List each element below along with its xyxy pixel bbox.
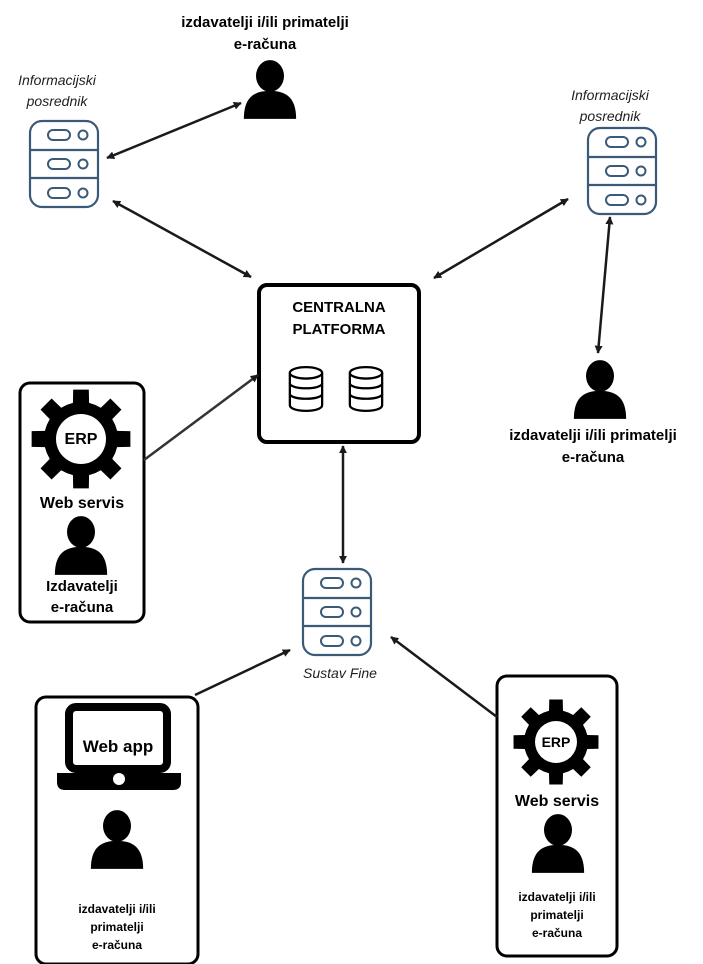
user-icon xyxy=(573,360,627,419)
arrow-webapp-fina xyxy=(194,648,291,697)
laptop-icon xyxy=(57,703,181,790)
server-icon xyxy=(586,126,658,216)
webapp-screen-label: Web app xyxy=(82,737,154,756)
erp-right-user-label: izdavatelji i/ili primatelji e-računa xyxy=(499,888,615,942)
info-left-line1: Informacijski xyxy=(18,72,96,88)
arrow-infoleft-central xyxy=(112,199,252,279)
webapp-line3: e-računa xyxy=(91,938,143,952)
webapp-line2: primatelji xyxy=(90,920,144,934)
right-user-line1: izdavatelji i/ili primatelji xyxy=(509,427,677,444)
central-line1: CENTRALNA xyxy=(292,299,386,316)
gear-icon xyxy=(513,699,599,785)
server-icon xyxy=(301,567,373,657)
central-platform-box xyxy=(257,283,421,444)
info-right-line1: Informacijski xyxy=(571,87,649,103)
central-platform-title: CENTRALNA PLATFORMA xyxy=(265,297,413,341)
info-right-label: Informacijski posrednik xyxy=(550,85,670,127)
erp-left-user-line1: Izdavatelji xyxy=(46,578,118,595)
arrow-inforight-rightuser xyxy=(594,216,614,354)
arrow-erpright-fina xyxy=(390,636,498,718)
top-user-line1: izdavatelji i/ili primatelji xyxy=(181,14,349,31)
gear-shape xyxy=(513,699,599,785)
arrow-infoleft-topuser xyxy=(106,101,242,160)
info-left-line2: posrednik xyxy=(26,93,88,109)
erp-right-line3: e-računa xyxy=(531,926,583,940)
erp-left-gear-label: ERP xyxy=(64,431,98,448)
server-icon xyxy=(28,119,100,209)
info-left-label: Informacijski posrednik xyxy=(2,70,112,112)
arrow-erpleft-central xyxy=(143,373,259,462)
erp-right-service-label: Web servis xyxy=(514,793,600,810)
erp-right-gear-label: ERP xyxy=(541,734,571,750)
gear-shape xyxy=(31,389,131,489)
fina-label: Sustav Fine xyxy=(303,665,377,681)
info-right-line2: posrednik xyxy=(579,108,641,124)
erp-right-line1: izdavatelji i/ili xyxy=(518,890,596,904)
top-user-line2: e-računa xyxy=(233,36,297,53)
gear-icon xyxy=(31,389,131,489)
top-user-label: izdavatelji i/ili primatelji e-računa xyxy=(150,12,380,56)
user-icon xyxy=(243,60,297,119)
erp-left-service-label: Web servis xyxy=(39,495,125,512)
erp-left-user-line2: e-računa xyxy=(50,599,114,616)
webapp-line1: izdavatelji i/ili xyxy=(78,902,156,916)
erp-left-user-label: Izdavatelji e-računa xyxy=(22,576,142,618)
erp-right-line2: primatelji xyxy=(530,908,584,922)
right-user-line2: e-računa xyxy=(561,449,625,466)
webapp-user-label: izdavatelji i/ili primatelji e-računa xyxy=(40,900,194,954)
arrow-inforight-central xyxy=(433,197,569,280)
right-user-label: izdavatelji i/ili primatelji e-računa xyxy=(478,425,703,469)
central-line2: PLATFORMA xyxy=(292,321,386,338)
